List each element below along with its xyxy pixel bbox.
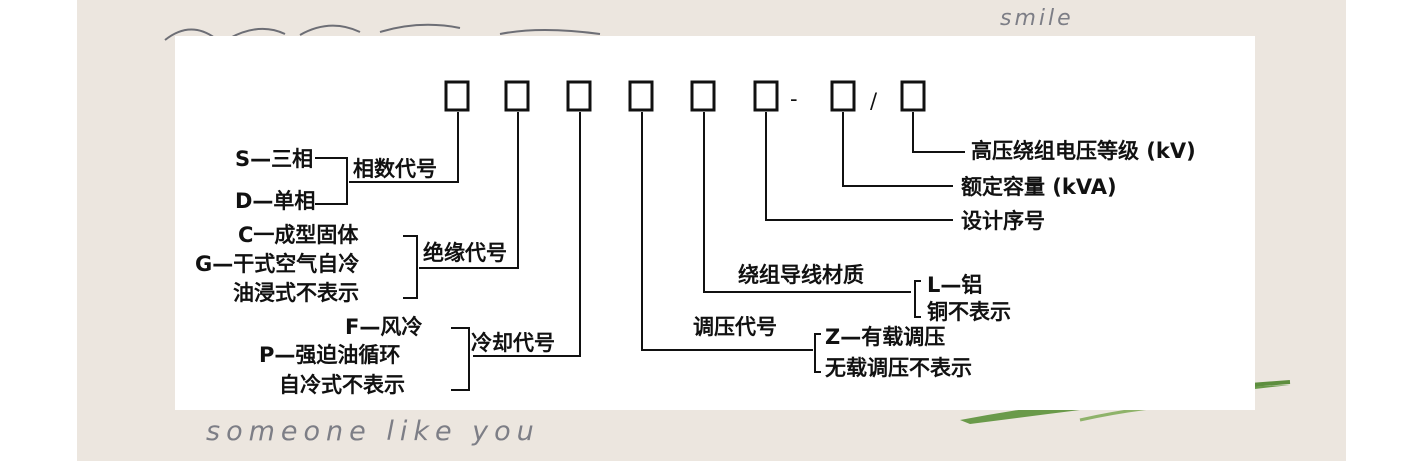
- connector-insulation: [419, 112, 519, 269]
- grass-leaf-decoration-3: [1249, 380, 1291, 387]
- handwriting-someone-like-you: someone like you: [206, 416, 540, 447]
- code-box-7: [830, 80, 856, 112]
- bracket-cooling: [451, 327, 470, 391]
- option-insulation-g: G—干式空气自冷: [195, 252, 359, 276]
- option-cooling-p: P—强迫油循环: [259, 343, 400, 367]
- option-insulation-c: C一成型固体: [238, 223, 359, 247]
- option-winding-cu: 铜不表示: [927, 300, 1011, 324]
- scribble-top-left: [164, 23, 601, 41]
- connector-hv-voltage: [912, 112, 965, 153]
- option-tap-offload: 无载调压不表示: [825, 356, 972, 380]
- bracket-tap-changer: [814, 333, 821, 373]
- option-phase-s: S—三相: [235, 147, 313, 171]
- bracket-insulation: [403, 235, 418, 299]
- connector-design-serial: [765, 112, 953, 221]
- handwriting-smile: smile: [1000, 6, 1074, 31]
- label-tap-changer-code: 调压代号: [693, 315, 777, 339]
- label-insulation-code: 绝缘代号: [423, 241, 507, 265]
- code-box-2: [504, 80, 530, 112]
- label-hv-voltage-class: 高压绕组电压等级 (kV): [971, 139, 1196, 163]
- label-winding-material: 绕组导线材质: [738, 263, 864, 287]
- code-box-3: [566, 80, 592, 112]
- code-box-6: [753, 80, 779, 112]
- code-box-8: [900, 80, 926, 112]
- grass-leaf-decoration: [960, 385, 1290, 424]
- connector-phase: [349, 112, 459, 183]
- code-box-5: [690, 80, 716, 112]
- option-phase-d: D—单相: [235, 189, 315, 213]
- code-box-1: [444, 80, 470, 112]
- label-phase-code: 相数代号: [353, 157, 437, 181]
- label-rated-capacity: 额定容量 (kVA): [961, 175, 1117, 199]
- code-box-4: [628, 80, 654, 112]
- code-dash: -: [790, 87, 798, 111]
- connector-tap-changer: [641, 112, 813, 351]
- right-margin: [1346, 0, 1427, 461]
- left-margin: [0, 0, 77, 461]
- code-slash: /: [870, 89, 878, 113]
- label-design-serial: 设计序号: [961, 209, 1045, 233]
- connector-rated-capacity: [842, 112, 953, 187]
- connector-winding-material: [703, 112, 911, 293]
- option-insulation-oil: 油浸式不表示: [233, 281, 359, 305]
- bracket-winding-material: [914, 280, 921, 318]
- transformer-model-code-diagram: - / 相数代号 S—三相 D—单相 绝缘代号 C一成型固体 G—干式空气自冷 …: [195, 80, 1196, 397]
- bracket-phase: [315, 157, 348, 205]
- option-cooling-self: 自冷式不表示: [279, 373, 405, 397]
- option-cooling-f: F—风冷: [345, 315, 422, 339]
- diagram-panel: - / 相数代号 S—三相 D—单相 绝缘代号 C一成型固体 G—干式空气自冷 …: [175, 36, 1255, 410]
- option-winding-al: L—铝: [927, 273, 982, 297]
- label-cooling-code: 冷却代号: [471, 331, 555, 355]
- option-tap-z: Z—有载调压: [825, 325, 945, 349]
- connector-cooling: [473, 112, 581, 357]
